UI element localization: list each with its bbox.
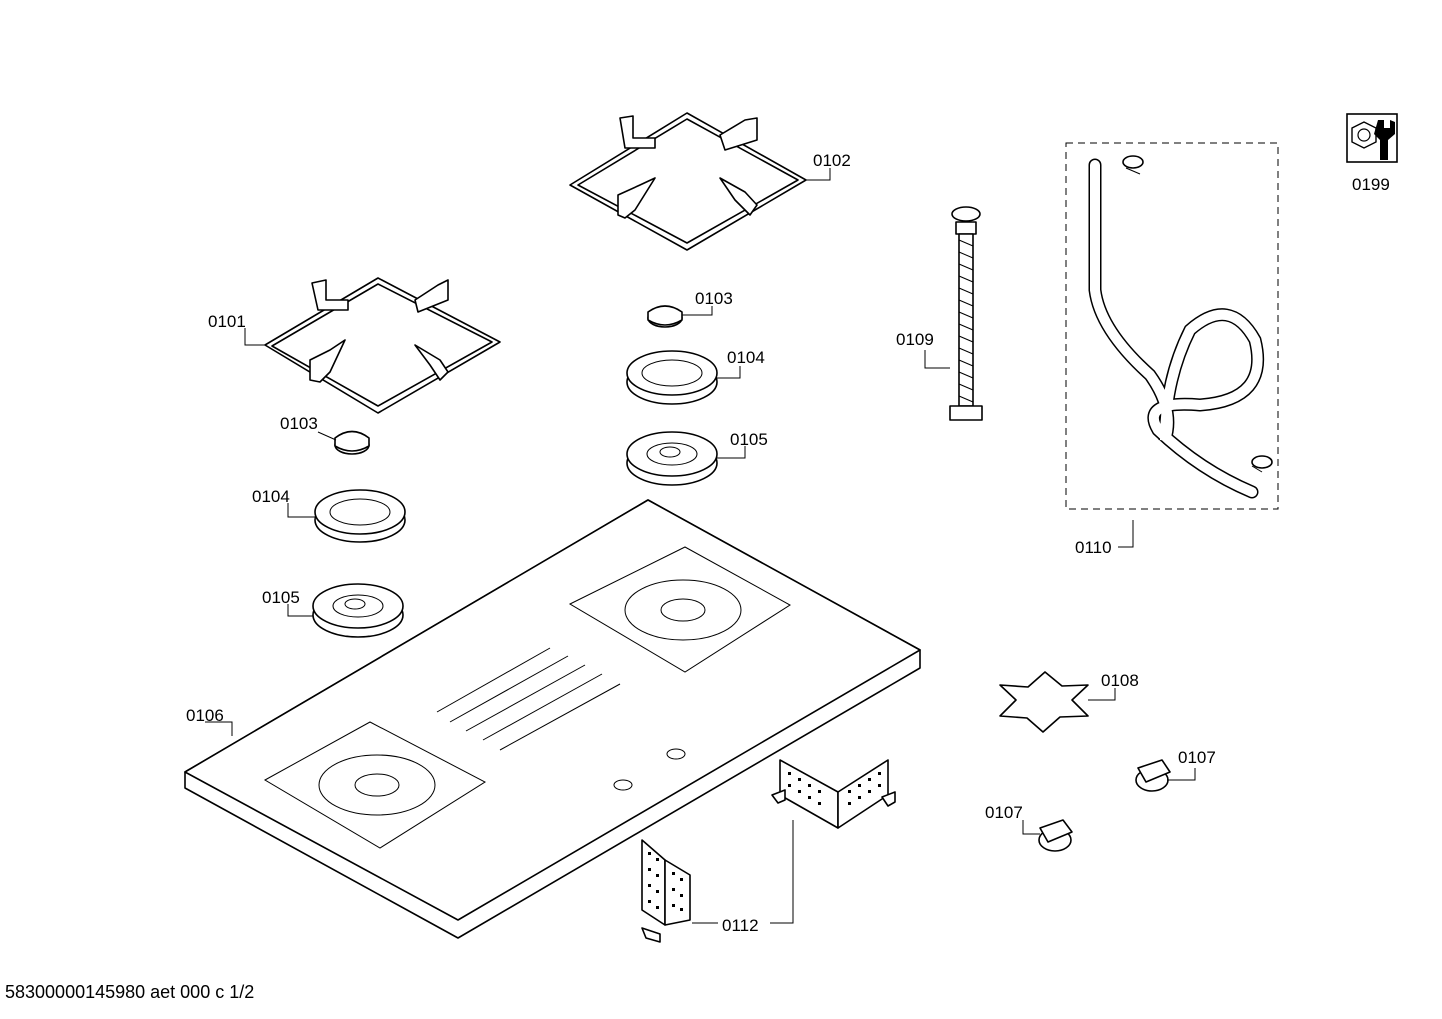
label-0107-right: 0107 <box>1178 748 1216 767</box>
label-0199: 0199 <box>1352 175 1390 194</box>
heat-shield-corner <box>771 759 896 829</box>
burner-cap-left <box>317 430 370 455</box>
gas-hose-kit <box>1065 142 1279 548</box>
control-knob-right <box>1135 759 1196 792</box>
label-0104-left: 0104 <box>252 487 290 506</box>
gas-supply-pipe <box>924 206 983 421</box>
burner-base-left <box>287 583 404 638</box>
burner-cap-right <box>647 305 713 328</box>
heat-shield-side <box>641 839 691 943</box>
pan-support-left <box>244 277 501 414</box>
hob-top-plate <box>184 499 921 939</box>
label-0109: 0109 <box>896 330 934 349</box>
burner-base-right <box>626 431 746 486</box>
label-0107-left: 0107 <box>985 803 1023 822</box>
label-0108: 0108 <box>1101 671 1139 690</box>
label-0110: 0110 <box>1075 538 1112 557</box>
label-0105-left: 0105 <box>262 588 300 607</box>
label-0103-left: 0103 <box>280 414 318 433</box>
wok-ring-support <box>999 671 1116 733</box>
pan-support-right <box>569 112 831 251</box>
document-id: 58300000145980 aet 000 c 1/2 <box>5 982 255 1002</box>
wrench-nut-icon <box>1346 113 1398 163</box>
label-0112: 0112 <box>722 916 759 935</box>
label-0104-right: 0104 <box>727 348 765 367</box>
label-0105-right: 0105 <box>730 430 768 449</box>
burner-ring-right <box>626 350 741 405</box>
control-knob-left <box>1022 819 1073 852</box>
label-0106: 0106 <box>186 706 224 725</box>
label-0101: 0101 <box>208 312 246 331</box>
label-0102: 0102 <box>813 151 851 170</box>
label-0103-right: 0103 <box>695 289 733 308</box>
burner-ring-left <box>287 489 406 543</box>
